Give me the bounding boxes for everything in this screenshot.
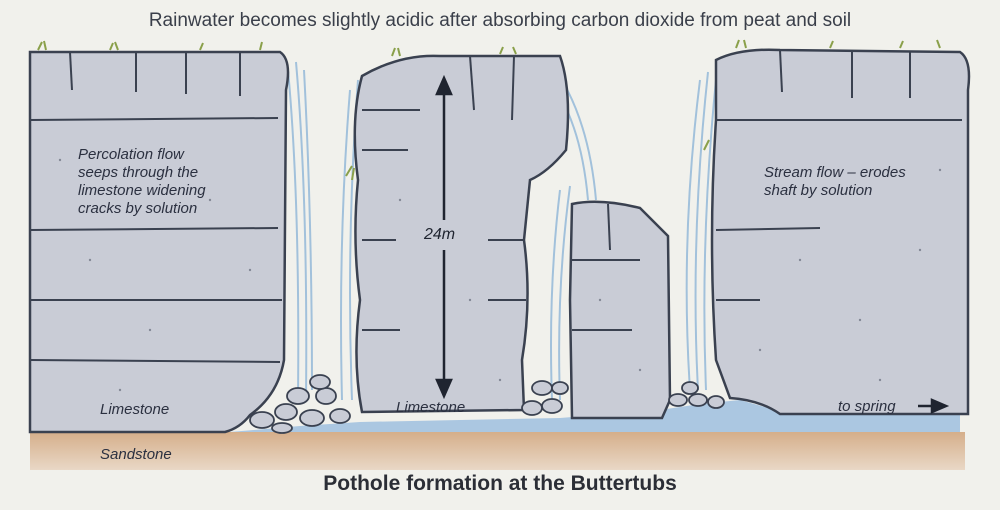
percolation-note: Percolation flow seeps through the limes… [78, 146, 206, 218]
limestone-label-left: Limestone [100, 401, 170, 418]
sandstone-label: Sandstone [100, 446, 172, 463]
percolation-note-line: cracks by solution [78, 200, 198, 217]
rock-block-center [353, 54, 570, 414]
stream-note: Stream flow – erodes shaft by solution [764, 164, 906, 200]
stream-note-line: Stream flow – erodes [764, 164, 906, 181]
percolation-note-line: Percolation flow [78, 146, 184, 163]
rock-block-left [28, 50, 290, 434]
vegetation [37, 39, 941, 181]
percolation-note-line: limestone widening [78, 182, 206, 199]
diagram-title: Pothole formation at the Buttertubs [323, 472, 677, 495]
rock-block-right [710, 48, 971, 416]
rock-texture [58, 158, 942, 392]
rock-block-small [568, 200, 672, 420]
height-label: 24m [424, 226, 456, 243]
height-arrow [435, 74, 453, 400]
to-spring-arrow [918, 398, 950, 414]
stream-note-line: shaft by solution [764, 182, 873, 199]
sandstone-layer [30, 432, 965, 470]
top-caption: Rainwater becomes slightly acidic after … [148, 10, 852, 31]
to-spring-label: to spring [838, 398, 896, 415]
boulders [249, 374, 725, 434]
limestone-label-center: Limestone [396, 399, 466, 416]
rock-joints [29, 49, 962, 363]
percolation-note-line: seeps through the [78, 164, 199, 181]
